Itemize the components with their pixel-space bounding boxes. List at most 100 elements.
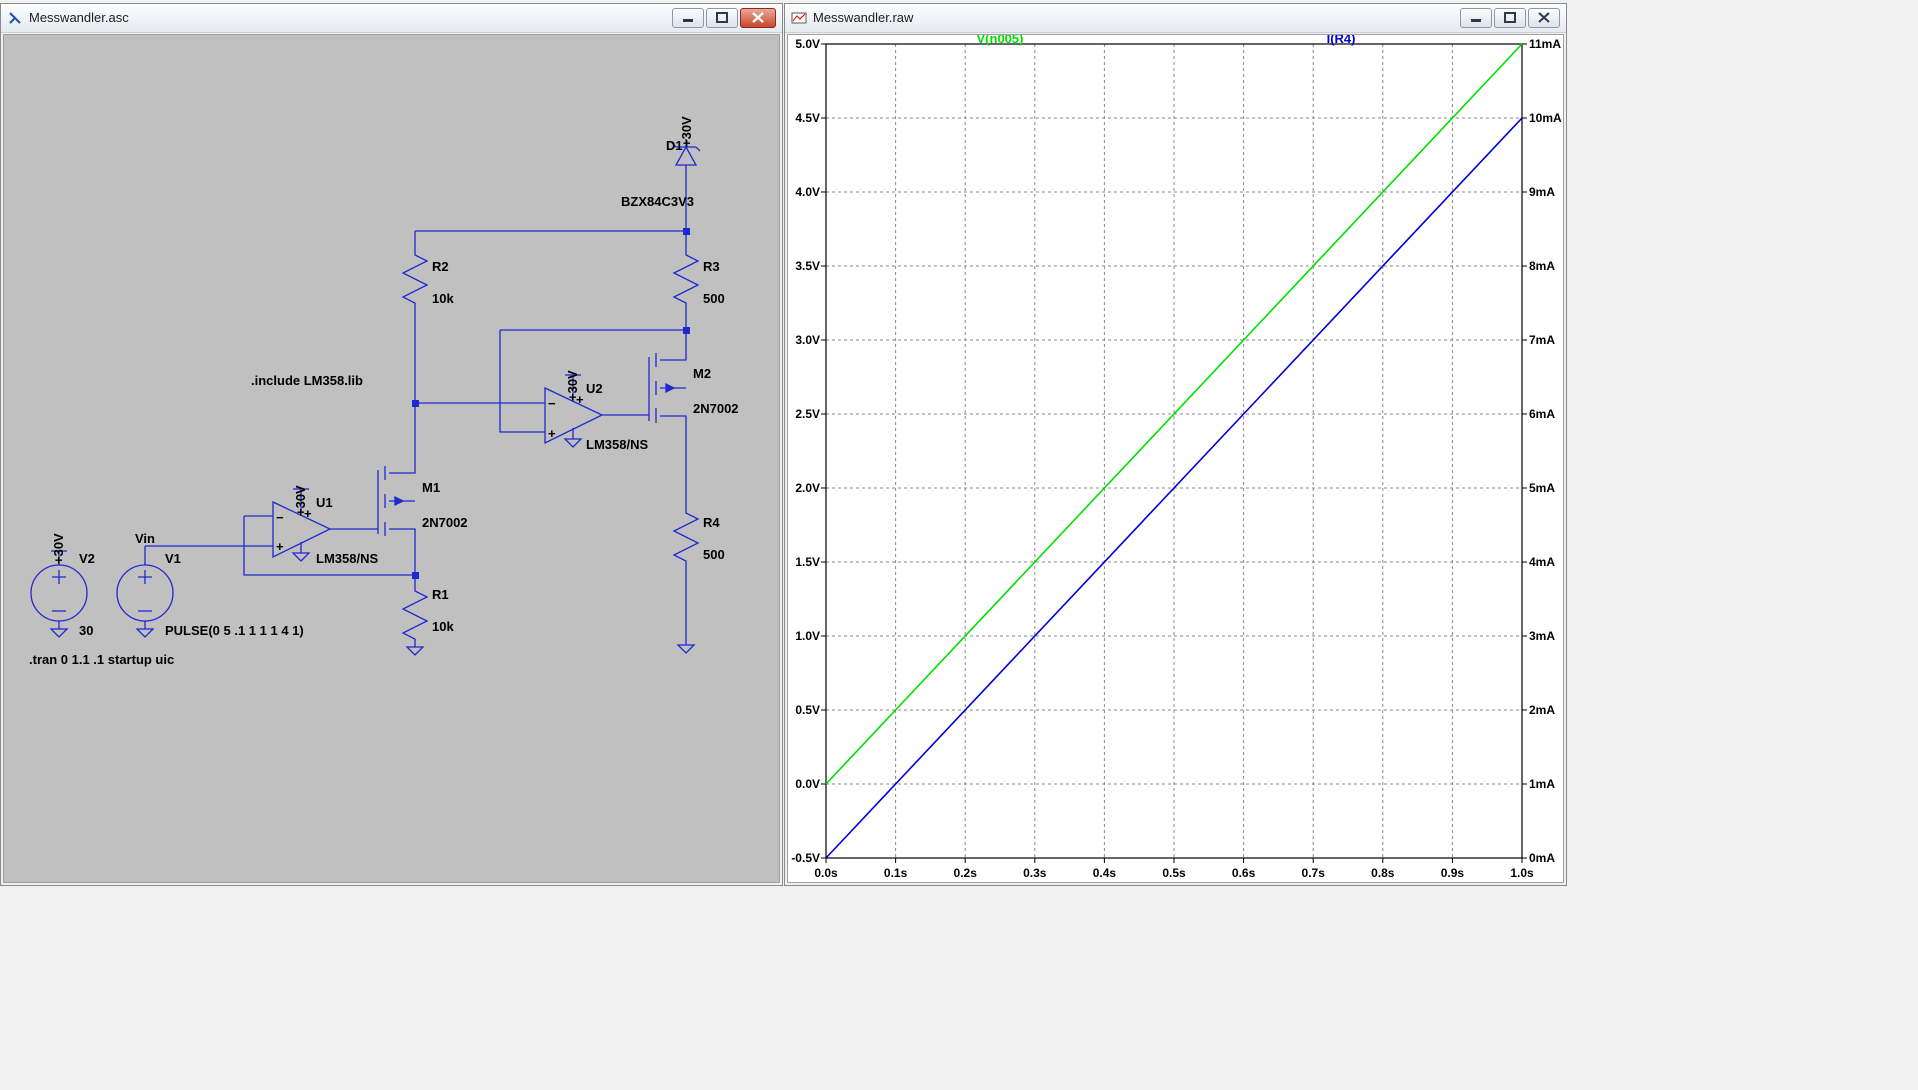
minimize-button[interactable] [672,8,704,28]
y-right-tick-label: 2mA [1529,703,1555,717]
r1-value-label: 10k [432,619,454,634]
u1-minus-sign: − [276,510,284,525]
d1-label: D1 [666,138,683,153]
d1-value-label: BZX84C3V3 [621,194,694,209]
trace-labels[interactable]: V(n005) I(R4) [977,31,1356,46]
y-left-tick-label: 4.0V [795,185,820,199]
y-right-tick-label: 5mA [1529,481,1555,495]
y-left-tick-label: 2.5V [795,407,820,421]
m2-value-label: 2N7002 [693,401,739,416]
ltspice-schematic-icon [9,12,21,24]
vin-net-label: Vin [135,531,155,546]
trace-label[interactable]: V(n005) [977,31,1024,46]
v2-value-label: 30 [79,623,93,638]
u1-value-label: LM358/NS [316,551,378,566]
x-tick-label: 0.2s [954,866,978,880]
u2-supply-plus-sign: + [576,392,584,407]
v1-label: V1 [165,551,181,566]
m2-label: M2 [693,366,711,381]
x-tick-label: 0.6s [1232,866,1256,880]
u1-plus-sign: + [276,539,284,554]
schematic-titlebar[interactable]: Messwandler.asc [1,4,782,33]
y-right-tick-label: 9mA [1529,185,1555,199]
x-tick-label: 0.8s [1371,866,1395,880]
u2-plus-sign: + [548,426,556,441]
u1-supply-label: +30V [293,485,308,516]
plot-grid [826,44,1522,858]
y-left-tick-label: 3.0V [795,333,820,347]
x-tick-label: 1.0s [1510,866,1534,880]
r4-value-label: 500 [703,547,725,562]
close-icon [752,12,764,23]
y-left-tick-label: -0.5V [791,851,820,865]
y-right-axis-ticks: 0mA 1mA 2mA 3mA 4mA 5mA 6mA 7mA 8mA 9mA 10mA 11mA [1522,37,1562,865]
waveform-viewer-icon [791,12,807,24]
y-right-tick-label: 0mA [1529,851,1555,865]
trace-label[interactable]: I(R4) [1327,31,1356,46]
x-tick-label: 0.0s [814,866,838,880]
y-right-tick-label: 7mA [1529,333,1555,347]
schematic-drawing[interactable]: D1 +30V BZX84C3V3 R2 10k R3 500 .include… [4,35,779,884]
v1-value-label: PULSE(0 5 .1 1 1 1 4 1) [165,623,304,638]
y-left-tick-label: 1.5V [795,555,820,569]
maximize-button[interactable] [706,8,738,28]
y-right-tick-label: 1mA [1529,777,1555,791]
y-right-tick-label: 10mA [1529,111,1562,125]
waveform-titlebar[interactable]: Messwandler.raw [785,4,1566,33]
maximize-icon [1504,12,1516,23]
r1-label: R1 [432,587,449,602]
y-left-tick-label: 2.0V [795,481,820,495]
v2-label: V2 [79,551,95,566]
d1-supply-label: +30V [679,116,694,147]
traces [825,43,1523,859]
u2-value-label: LM358/NS [586,437,648,452]
m1-value-label: 2N7002 [422,515,468,530]
close-icon [1538,12,1550,23]
u2-label: U2 [586,381,603,396]
r2-label: R2 [432,259,449,274]
y-right-tick-label: 11mA [1529,37,1561,51]
r2-value-label: 10k [432,291,454,306]
x-tick-label: 0.4s [1093,866,1117,880]
minimize-icon [683,19,693,22]
y-left-tick-label: 3.5V [795,259,820,273]
minimize-button[interactable] [1460,8,1492,28]
close-button[interactable] [1528,8,1560,28]
schematic-window[interactable]: Messwandler.asc [0,3,783,886]
include-directive[interactable]: .include LM358.lib [251,373,363,388]
y-right-tick-label: 3mA [1529,629,1555,643]
trace-v-n005 [825,43,1523,785]
y-right-tick-label: 4mA [1529,555,1555,569]
u1-label: U1 [316,495,333,510]
y-left-tick-label: 5.0V [795,37,820,51]
y-left-tick-label: 1.0V [795,629,820,643]
v2-supply-label: +30V [51,533,66,564]
y-left-axis-ticks: -0.5V 0.0V 0.5V 1.0V 1.5V 2.0V 2.5V 3.0V 3.5V 4.0… [791,37,826,865]
y-right-tick-label: 8mA [1529,259,1555,273]
y-right-tick-label: 6mA [1529,407,1555,421]
close-button[interactable] [740,8,776,28]
u2-minus-sign: − [548,396,556,411]
waveform-window-title: Messwandler.raw [813,10,914,25]
x-tick-label: 0.1s [884,866,908,880]
tran-directive[interactable]: .tran 0 1.1 .1 startup uic [29,652,174,667]
y-left-tick-label: 0.0V [795,777,820,791]
r4-label: R4 [703,515,720,530]
u1-supply-plus-sign: + [304,506,312,521]
x-tick-label: 0.9s [1441,866,1465,880]
u2-supply-label: +30V [565,370,580,401]
y-left-tick-label: 0.5V [795,703,820,717]
schematic-canvas[interactable]: D1 +30V BZX84C3V3 R2 10k R3 500 .include… [3,34,780,883]
trace-i-r4 [825,117,1523,859]
maximize-button[interactable] [1494,8,1526,28]
maximize-icon [716,12,728,23]
y-left-tick-label: 4.5V [795,111,820,125]
r3-value-label: 500 [703,291,725,306]
m1-label: M1 [422,480,440,495]
x-tick-label: 0.7s [1302,866,1326,880]
r3-label: R3 [703,259,720,274]
